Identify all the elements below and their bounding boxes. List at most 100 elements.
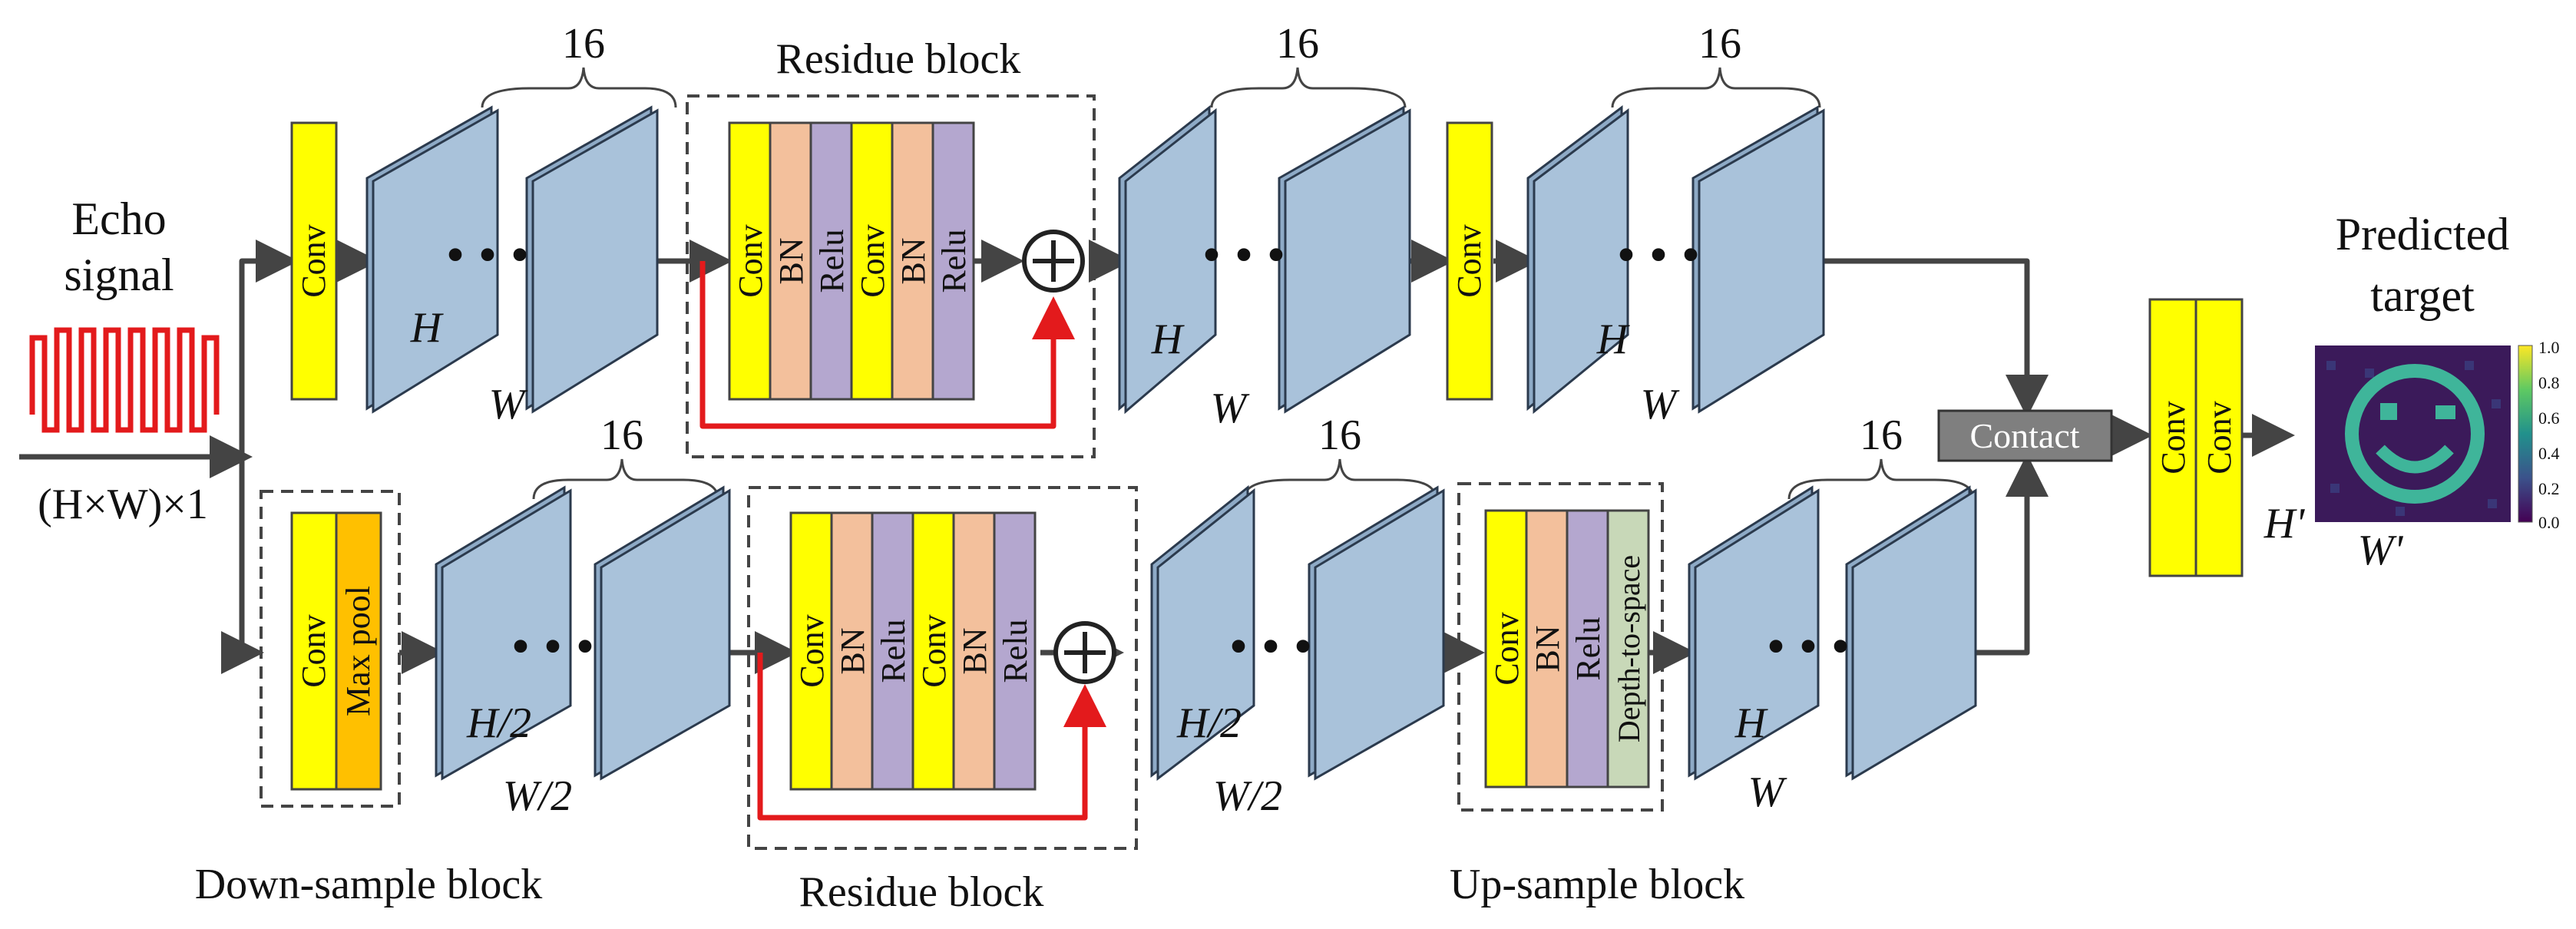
input-section: Echo signal (H×W)×1 [29,193,220,528]
final-conv-block: Conv Conv [2148,298,2244,577]
res-bottom-relu-2 [993,511,1037,791]
ellipsis-dots: • • • [1202,226,1286,285]
up-conv-label: Conv [1488,612,1526,685]
top-channels-1: 16 [562,20,605,68]
input-title-line2: signal [64,250,174,300]
res-top-bn-2 [891,121,934,401]
bottom-height-1: H/2 [466,699,531,747]
res-top-conv-1 [728,121,772,401]
output-title-line1: Predicted [2336,209,2510,260]
up-conv-layer [1484,509,1528,788]
bottom-channels-2: 16 [1318,412,1361,459]
feature-map [1156,488,1255,782]
top-feature-group-1: 16 • • • H W [365,20,677,428]
smiley-mouth [2376,445,2454,474]
ellipsis-dots: • • • [446,226,530,285]
res-top-bn-2-label: BN [894,237,932,284]
top-feature-group-2: 16 • • • H W [1118,20,1411,432]
top-skip-connection [699,261,1075,429]
feature-map [531,108,659,414]
final-conv-1 [2148,298,2197,577]
smiley-face-ring [2345,364,2485,504]
res-top-bn-1-label: BN [772,237,810,284]
top-height-2: H [1151,316,1185,363]
bottom-channels-1: 16 [600,412,643,459]
depth-to-space-layer [1606,509,1650,788]
contact-block: Contact [1937,409,2113,462]
colorbar-tick: 0.2 [2538,479,2560,498]
top-residue-block: Residue block Conv BN Relu Conv BN Relu [686,35,1096,458]
smiley-left-eye [2380,403,2397,420]
bottom-feature-group-1: 16 • • • H/2 W/2 [435,412,731,820]
feature-map [1694,488,1820,781]
res-bottom-conv-1-label: Conv [793,614,831,687]
feature-map [1124,107,1217,415]
top-conv-2-label: Conv [1450,224,1488,297]
final-conv-2-label: Conv [2201,401,2238,474]
down-sample-block-title: Down-sample block [195,861,543,908]
bottom-height-3: H [1734,699,1768,747]
ellipsis-dots: • • • [1617,226,1701,285]
top-width-3: W [1641,381,1680,428]
bottom-width-3: W [1748,769,1787,816]
ellipsis-dots: • • • [1767,617,1850,676]
top-conv-layer [290,121,338,401]
circle-plus-icon [1022,230,1085,293]
top-feature-group-3: 16 • • • H W [1526,20,1825,428]
top-width-1: W [489,381,528,428]
input-size-label: (H×W)×1 [38,481,208,528]
final-conv-1-label: Conv [2154,401,2192,474]
top-channels-3: 16 [1698,20,1741,68]
bottom-channels-3: 16 [1860,412,1903,459]
top-residue-block-frame [686,94,1096,458]
down-sample-block: Conv Max pool Down-sample block [195,490,543,908]
max-pool-label: Max pool [339,586,377,716]
top-conv-label: Conv [295,224,332,297]
feature-map [1314,488,1445,781]
feature-map [1851,488,1977,781]
output-width-label: W' [2358,527,2404,574]
input-title-line1: Echo [71,193,166,244]
feature-map [600,488,731,781]
feature-map [1533,107,1629,415]
res-bottom-bn-1 [830,511,874,791]
feature-map [1698,108,1825,414]
contact-label: Contact [1969,416,2079,455]
colorbar-tick: 0.6 [2538,408,2560,428]
contact-box [1937,409,2113,462]
res-bottom-bn-2-label: BN [956,627,994,674]
res-top-conv-1-label: Conv [732,224,769,297]
bottom-width-2: W/2 [1213,772,1282,820]
res-bottom-relu-2-label: Relu [997,619,1034,683]
feature-map [372,108,499,414]
top-channels-2: 16 [1276,20,1319,68]
colorbar-tick: 0.0 [2538,513,2560,532]
res-bottom-conv-2-label: Conv [915,614,953,687]
bottom-feature-group-3: 16 • • • H W [1688,412,1977,816]
bottom-width-1: W/2 [503,772,572,820]
colorbar-tick: 1.0 [2538,338,2560,357]
top-width-2: W [1211,385,1250,432]
down-conv-label: Conv [295,614,332,687]
colorbar-tick: 0.4 [2538,444,2560,463]
colorbar [2518,345,2533,523]
bottom-residue-block-title: Residue block [799,868,1044,916]
res-top-conv-2-label: Conv [854,224,891,297]
res-bottom-relu-1 [871,511,914,791]
up-relu-layer [1566,509,1609,788]
top-height-3: H [1596,316,1630,363]
bottom-skip-connection [757,653,1106,821]
bottom-residue-block-frame [747,486,1138,850]
depth-to-space-label: Depth-to-space [1612,555,1646,742]
down-conv-layer [290,511,338,791]
feature-map [1284,108,1411,414]
res-bottom-bn-1-label: BN [834,627,871,674]
top-conv-layer-2 [1446,121,1493,401]
output-section: Predicted target 1.0 0.8 0.6 0.4 0.2 0.0… [2264,209,2560,574]
up-bn-label: BN [1529,625,1566,672]
predicted-heatmap [2315,345,2511,522]
res-top-relu-1 [809,121,853,401]
colorbar-tick: 0.8 [2538,373,2560,392]
top-residue-block-title: Residue block [776,35,1021,83]
final-conv-2 [2194,298,2244,577]
